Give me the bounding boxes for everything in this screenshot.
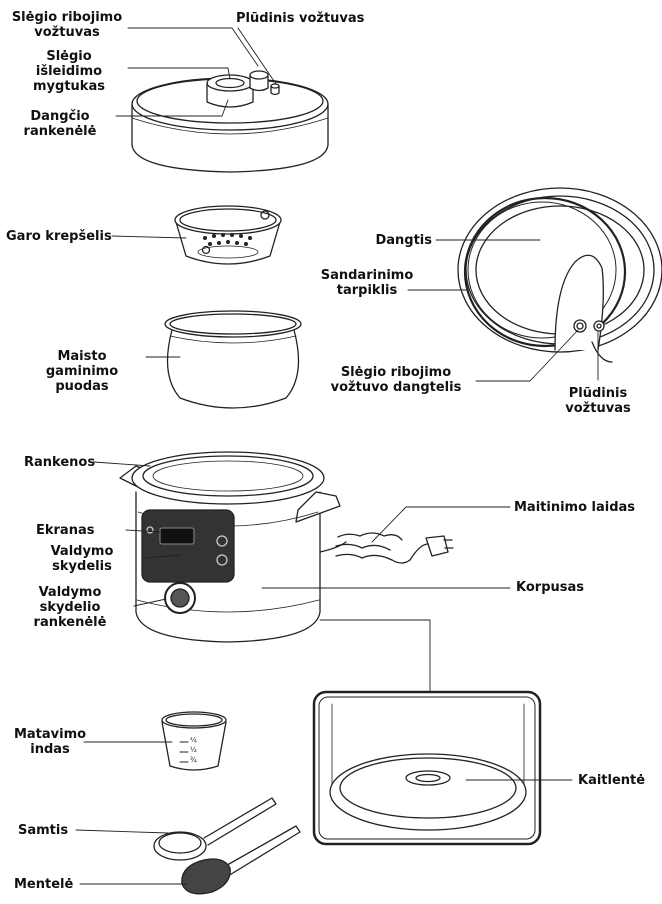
label-float-valve-top: Plūdinis vožtuvas xyxy=(236,11,365,26)
label-control-panel: Valdymo skydelis xyxy=(50,544,114,574)
spatula-part xyxy=(181,825,301,895)
cooking-pot-part xyxy=(164,310,302,409)
label-display: Ekranas xyxy=(36,523,95,538)
lid-underside-part xyxy=(457,187,662,363)
label-housing: Korpusas xyxy=(516,580,584,595)
label-pressure-limit-valve: Slėgio ribojimo vožtuvas xyxy=(11,10,123,40)
label-steam-basket: Garo krepšelis xyxy=(6,229,112,244)
control-panel-part xyxy=(141,509,235,583)
label-cooking-pot: Maisto gaminimo puodas xyxy=(45,349,119,394)
label-lid-handle: Dangčio rankenėlė xyxy=(23,109,97,139)
interior-closeup-part xyxy=(312,690,542,846)
label-pressure-release-button: Slėgio išleidimo mygtukas xyxy=(33,49,105,94)
cup-mark-half: ½ xyxy=(190,746,197,754)
power-cord-part xyxy=(319,532,454,564)
cup-mark-quarter: ¼ xyxy=(190,736,197,744)
label-measuring-cup: Matavimo indas xyxy=(13,727,87,757)
label-float-valve-right: Plūdinis vožtuvas xyxy=(565,386,631,416)
cup-marks: ¼ ½ ¾ xyxy=(190,736,197,764)
steam-basket-part xyxy=(174,205,282,265)
label-ladle: Samtis xyxy=(18,823,69,838)
lid-handle-knob xyxy=(206,74,254,108)
label-power-cord: Maitinimo laidas xyxy=(514,500,636,515)
cup-mark-three-quarters: ¾ xyxy=(190,756,197,764)
label-sealing-gasket: Sandarinimo tarpiklis xyxy=(320,268,414,298)
measuring-cup-part xyxy=(161,711,227,771)
control-knob-part xyxy=(164,582,196,614)
label-spatula: Mentelė xyxy=(14,877,74,892)
float-valve-part xyxy=(270,83,280,96)
label-heating-plate: Kaitlentė xyxy=(578,773,646,788)
label-handles: Rankenos xyxy=(24,455,96,470)
leader-lines xyxy=(75,27,599,885)
pressure-limit-valve-part xyxy=(249,70,269,92)
ladle-part xyxy=(153,797,277,861)
label-control-knob: Valdymo skydelio rankenėlė xyxy=(33,585,107,630)
label-pressure-valve-cover: Slėgio ribojimo vožtuvo dangtelis xyxy=(330,365,462,395)
label-lid: Dangtis xyxy=(375,233,432,248)
